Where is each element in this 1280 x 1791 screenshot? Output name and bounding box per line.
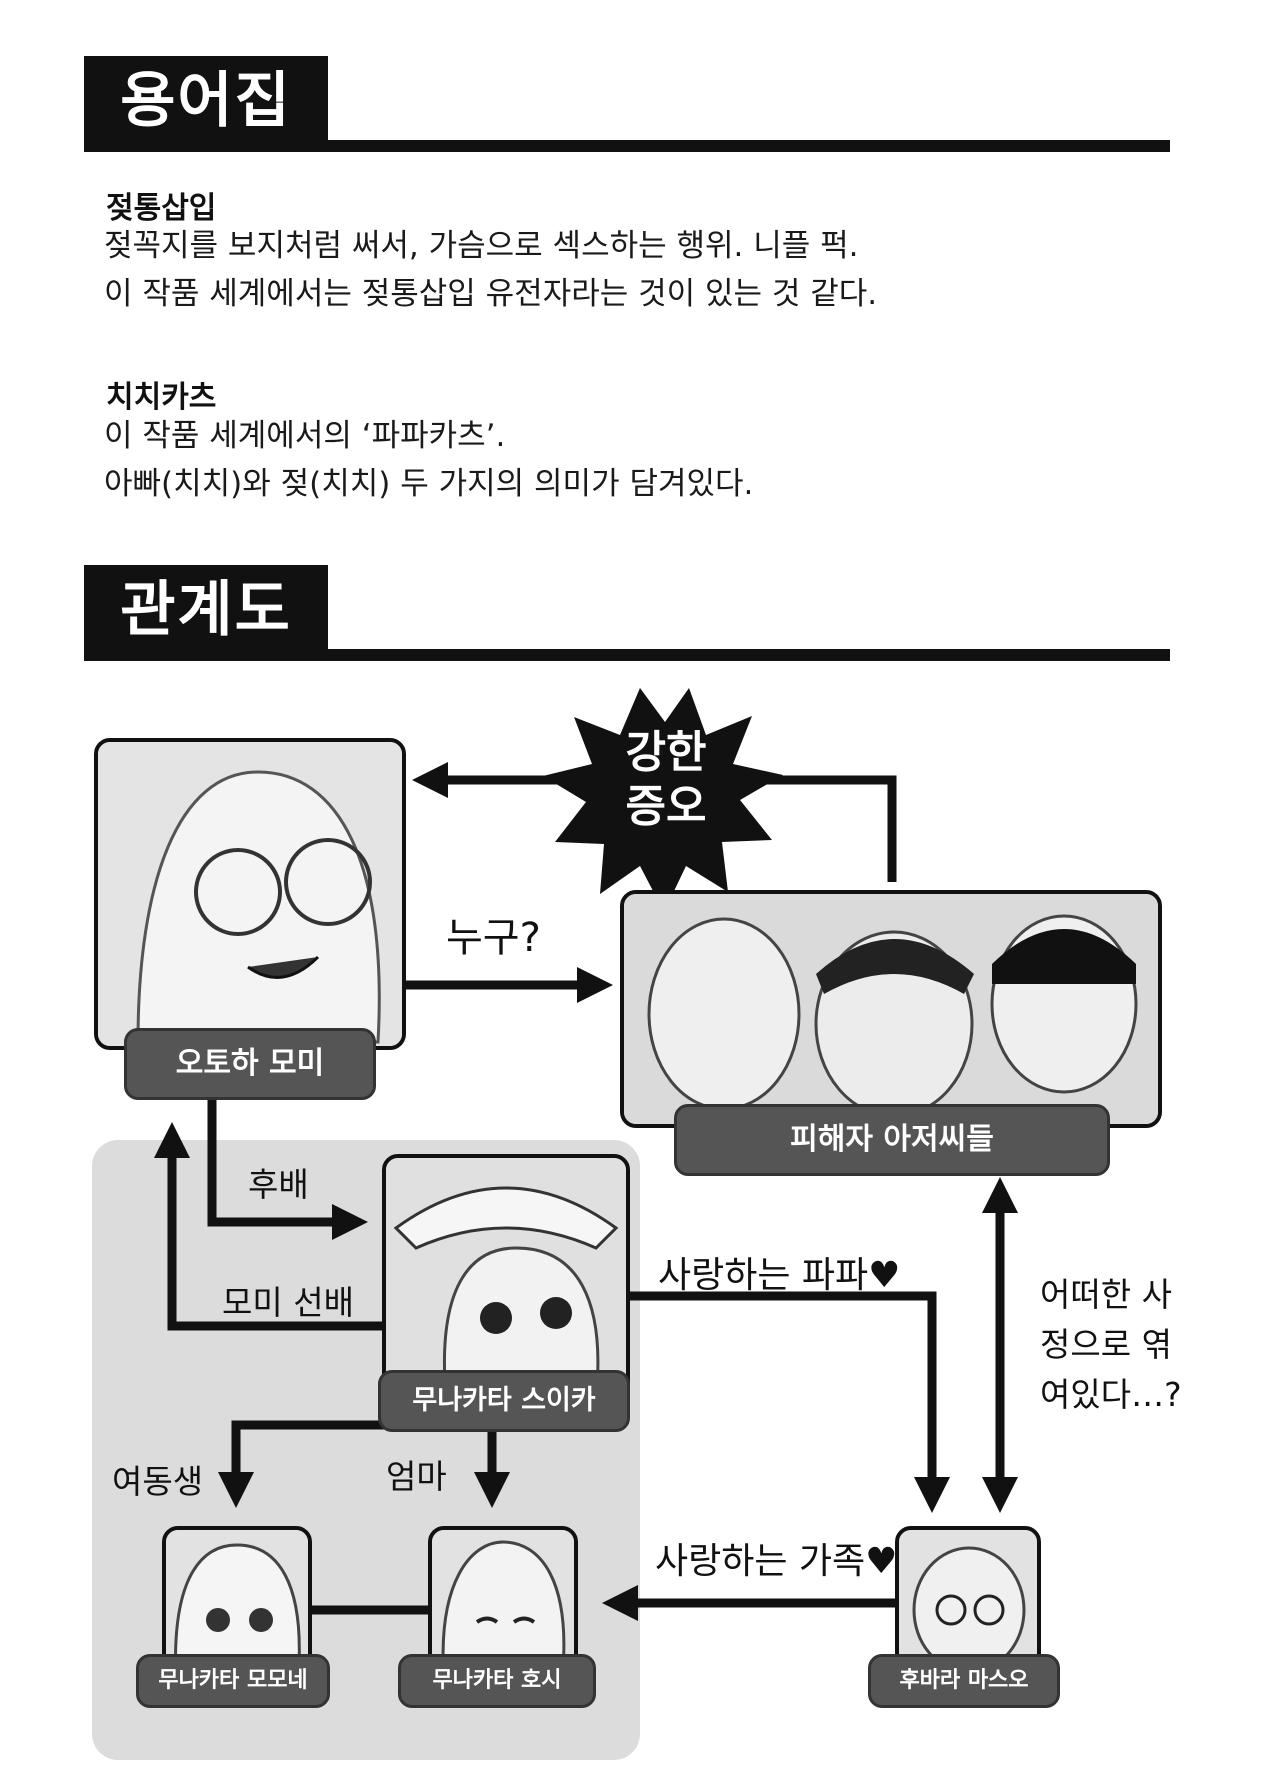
glossary-term-2: 치치카츠: [106, 380, 217, 415]
momone-name: 무나카타 모모네: [136, 1654, 330, 1708]
glossary-rule: [84, 140, 1170, 152]
glossary-term-1: 젖통삽입: [106, 191, 217, 226]
relations-header: 관계도: [84, 565, 1170, 661]
loving-papa-label: 사랑하는 파파♥: [658, 1255, 901, 1296]
hoshi-name: 무나카타 호시: [398, 1654, 596, 1708]
glossary-definition-2-line-1: 이 작품 세계에서의 ‘파파카츠’.: [104, 418, 506, 454]
relations-rule: [84, 649, 1170, 661]
victims-name: 피해자 아저씨들: [674, 1104, 1110, 1176]
junior-arrow: [207, 1100, 368, 1240]
victims-portrait: [620, 890, 1162, 1128]
junior-label: 후배: [248, 1165, 309, 1204]
senior-arrow: [154, 1122, 382, 1331]
loving-family-label: 사랑하는 가족♥: [655, 1541, 898, 1582]
suika-name: 무나카타 스이카: [378, 1370, 630, 1432]
glossary-title: 용어집: [84, 56, 328, 146]
glossary-definition-1-line-2: 이 작품 세계에서는 젖통삽입 유전자라는 것이 있는 것 같다.: [104, 276, 878, 312]
hatred-burst-shape: [543, 688, 783, 912]
hatred-label: 강한 증오: [625, 727, 707, 832]
who-label: 누구?: [446, 915, 541, 961]
glossary-header: 용어집: [84, 56, 1170, 152]
glossary-definition-2: 이 작품 세계에서의 ‘파파카츠’. 아빠(치치)와 젖(치치) 두 가지의 의…: [104, 412, 753, 508]
glossary-definition-1-line-1: 젖꼭지를 보지처럼 써서, 가슴으로 섹스하는 행위. 니플 퍽.: [104, 228, 859, 264]
somehow-label: 어떠한 사정으로 엮여있다…?: [1040, 1275, 1182, 1414]
little-sister-arrow: [218, 1420, 390, 1508]
relations-title: 관계도: [84, 565, 328, 655]
momi-name: 오토하 모미: [124, 1028, 376, 1100]
momi-portrait: [94, 738, 406, 1050]
masuo-name: 후바라 마스오: [868, 1654, 1060, 1708]
glossary-definition-2-line-2: 아빠(치치)와 젖(치치) 두 가지의 의미가 담겨있다.: [104, 466, 754, 502]
little-sister-label: 여동생: [112, 1462, 204, 1501]
mom-label: 엄마: [386, 1457, 447, 1496]
suika-portrait: [382, 1154, 630, 1402]
loving-papa-arrow: [620, 1291, 950, 1513]
glossary-definition-1: 젖꼭지를 보지처럼 써서, 가슴으로 섹스하는 행위. 니플 퍽. 이 작품 세…: [104, 222, 877, 318]
senior-label: 모미 선배: [222, 1283, 354, 1322]
